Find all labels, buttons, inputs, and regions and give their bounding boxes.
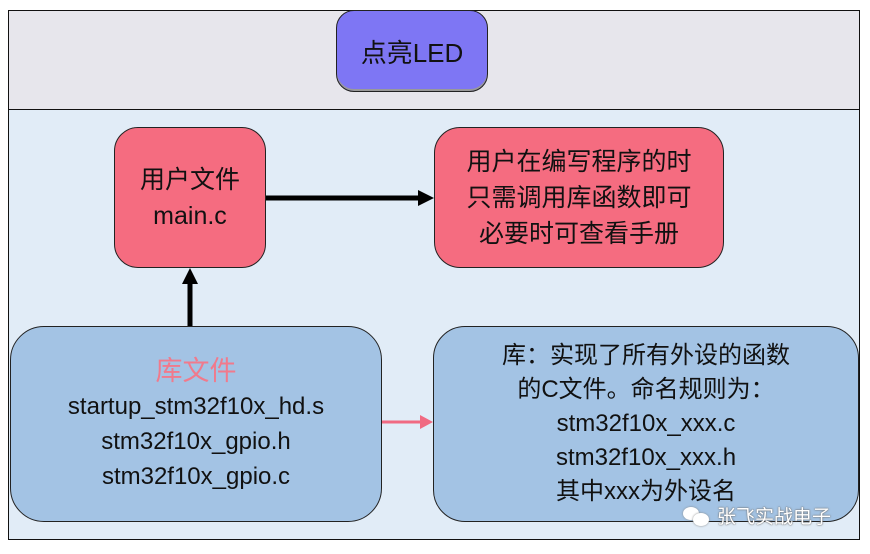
arrowhead-icon <box>420 415 433 429</box>
library-file: stm32f10x_gpio.h <box>101 428 291 455</box>
library-file: stm32f10x_gpio.c <box>101 463 291 490</box>
library-note-line: 库：实现了所有外设的函数 <box>502 342 790 369</box>
user-file-node: 用户文件 main.c <box>114 127 266 268</box>
title-node: 点亮LED <box>336 10 488 92</box>
user-file-name: main.c <box>153 201 227 230</box>
library-label: 库文件 <box>155 356 237 387</box>
user-note-line: 用户在编写程序的时 <box>466 147 692 176</box>
library-note-line: stm32f10x_xxx.c <box>556 410 736 437</box>
library-note-line: stm32f10x_xxx.h <box>555 444 737 471</box>
library-file: startup_stm32f10x_hd.s <box>67 393 325 420</box>
user-note-line: 只需调用库函数即可 <box>466 183 692 212</box>
watermark-text: 张飞实战电子 <box>717 507 832 528</box>
user-note-line: 必要时可查看手册 <box>478 219 679 248</box>
watermark: 张飞实战电子 <box>683 502 831 529</box>
library-note-line: 其中xxx为外设名 <box>556 478 736 505</box>
arrowhead-icon <box>182 268 198 284</box>
arrowhead-icon <box>418 190 434 206</box>
wechat-icon <box>683 505 711 527</box>
user-file-label: 用户文件 <box>139 165 240 194</box>
title-text: 点亮LED <box>360 37 464 68</box>
library-node: 库文件 startup_stm32f10x_hd.s stm32f10x_gpi… <box>10 326 382 522</box>
user-note-node: 用户在编写程序的时 只需调用库函数即可 必要时可查看手册 <box>434 127 724 268</box>
library-note-line: 的C文件。命名规则为： <box>517 376 775 403</box>
library-note-node: 库：实现了所有外设的函数 的C文件。命名规则为： stm32f10x_xxx.c… <box>433 326 859 522</box>
